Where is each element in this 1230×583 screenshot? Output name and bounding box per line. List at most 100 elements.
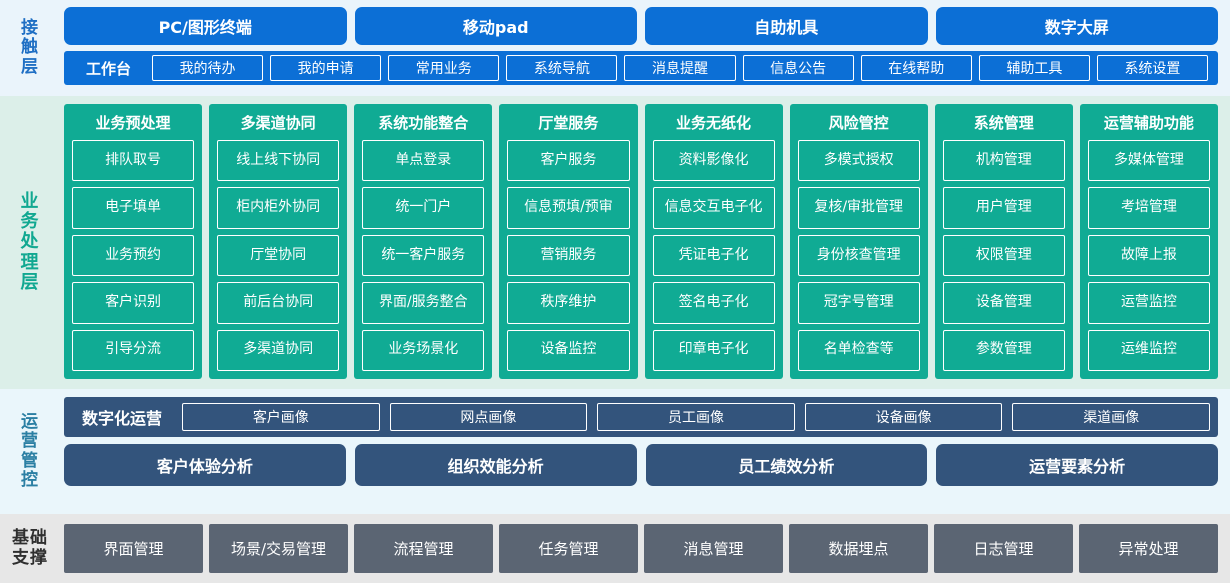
layer-business-body: 业务预处理 排队取号 电子填单 业务预约 客户识别 引导分流 多渠道协同 线上线… xyxy=(60,96,1230,389)
column-item[interactable]: 客户服务 xyxy=(507,140,630,182)
column-item[interactable]: 引导分流 xyxy=(72,329,195,372)
column-item[interactable]: 用户管理 xyxy=(942,187,1065,229)
layer-label-operations-text: 运营管控 xyxy=(21,412,39,490)
workbench-item-announcement-label: 信息公告 xyxy=(770,61,827,77)
column-item[interactable]: 信息预填/预审 xyxy=(507,187,630,229)
portrait-item-customer[interactable]: 客户画像 xyxy=(182,403,380,431)
foundation-item-message-management[interactable]: 消息管理 xyxy=(644,524,783,573)
workbench-title: 工作台 xyxy=(86,59,132,78)
column-item[interactable]: 资料影像化 xyxy=(652,140,775,182)
column-item[interactable]: 多模式授权 xyxy=(797,140,920,182)
layer-label-contact-text: 接触层 xyxy=(21,18,39,77)
business-column-system-integration: 系统功能整合 单点登录 统一门户 统一客户服务 界面/服务整合 业务场景化 xyxy=(354,104,493,379)
layer-label-business-text: 业务处理层 xyxy=(20,191,40,293)
column-item[interactable]: 界面/服务整合 xyxy=(362,282,485,324)
column-item[interactable]: 业务场景化 xyxy=(362,329,485,372)
column-item[interactable]: 签名电子化 xyxy=(652,282,775,324)
workbench-item-announcement[interactable]: 信息公告 xyxy=(742,55,854,81)
foundation-item-log-management[interactable]: 日志管理 xyxy=(934,524,1073,573)
column-item[interactable]: 前后台协同 xyxy=(217,282,340,324)
column-item[interactable]: 权限管理 xyxy=(942,234,1065,277)
analysis-staff-performance-label: 员工绩效分析 xyxy=(738,457,835,476)
digital-operations-bar: 数字化运营 客户画像 网点画像 员工画像 设备画像 渠道画像 xyxy=(64,397,1218,437)
column-item[interactable]: 运营监控 xyxy=(1087,282,1210,324)
column-item[interactable]: 印章电子化 xyxy=(652,329,775,372)
column-item[interactable]: 业务预约 xyxy=(72,234,195,277)
column-item[interactable]: 名单检查等 xyxy=(797,329,920,372)
portrait-item-branch[interactable]: 网点画像 xyxy=(389,403,588,431)
column-item[interactable]: 排队取号 xyxy=(72,140,195,182)
column-item[interactable]: 多媒体管理 xyxy=(1087,140,1210,182)
workbench-item-message-reminder[interactable]: 消息提醒 xyxy=(624,55,736,81)
column-item[interactable]: 运维监控 xyxy=(1087,329,1210,372)
portrait-item-device[interactable]: 设备画像 xyxy=(804,403,1003,431)
workbench-item-system-settings[interactable]: 系统设置 xyxy=(1096,55,1208,81)
column-item[interactable]: 单点登录 xyxy=(362,140,485,182)
business-column-system-management: 系统管理 机构管理 用户管理 权限管理 设备管理 参数管理 xyxy=(934,104,1073,379)
business-column-pretreatment: 业务预处理 排队取号 电子填单 业务预约 客户识别 引导分流 xyxy=(64,104,203,379)
foundation-item-process-management-label: 流程管理 xyxy=(393,540,454,558)
channel-self-service-label: 自助机具 xyxy=(754,18,819,37)
column-item[interactable]: 凭证电子化 xyxy=(652,234,775,277)
column-item[interactable]: 故障上报 xyxy=(1087,234,1210,277)
column-item[interactable]: 多渠道协同 xyxy=(217,329,340,372)
column-item[interactable]: 身份核查管理 xyxy=(797,234,920,277)
analysis-customer-experience[interactable]: 客户体验分析 xyxy=(64,444,346,486)
foundation-item-task-management[interactable]: 任务管理 xyxy=(499,524,638,573)
column-item[interactable]: 统一门户 xyxy=(362,187,485,229)
workbench-item-aux-tools[interactable]: 辅助工具 xyxy=(978,55,1090,81)
column-item[interactable]: 营销服务 xyxy=(507,234,630,277)
column-item[interactable]: 冠字号管理 xyxy=(797,282,920,324)
foundation-item-process-management[interactable]: 流程管理 xyxy=(354,524,493,573)
business-column-operation-aux: 运营辅助功能 多媒体管理 考培管理 故障上报 运营监控 运维监控 xyxy=(1079,104,1218,379)
analysis-organization-efficiency[interactable]: 组织效能分析 xyxy=(354,444,637,486)
business-column-paperless: 业务无纸化 资料影像化 信息交互电子化 凭证电子化 签名电子化 印章电子化 xyxy=(644,104,783,379)
channel-mobile-pad-label: 移动pad xyxy=(462,18,529,37)
portrait-item-customer-label: 客户画像 xyxy=(252,410,309,426)
workbench-item-online-help-label: 在线帮助 xyxy=(888,61,945,77)
analysis-operation-elements[interactable]: 运营要素分析 xyxy=(936,444,1218,486)
column-item[interactable]: 厅堂协同 xyxy=(217,234,340,277)
workbench-item-online-help[interactable]: 在线帮助 xyxy=(860,55,972,81)
column-item[interactable]: 客户识别 xyxy=(72,282,195,324)
channel-mobile-pad[interactable]: 移动pad xyxy=(354,7,637,45)
column-item[interactable]: 机构管理 xyxy=(942,140,1065,182)
workbench-item-system-navigation-label: 系统导航 xyxy=(533,61,590,77)
workbench-item-my-todo[interactable]: 我的待办 xyxy=(152,55,264,81)
foundation-item-data-tracking[interactable]: 数据埋点 xyxy=(789,524,928,573)
layer-label-operations: 运营管控 xyxy=(0,389,60,514)
portrait-item-branch-label: 网点画像 xyxy=(460,410,517,426)
foundation-item-scenario-transaction[interactable]: 场景/交易管理 xyxy=(209,524,348,573)
layer-operations: 运营管控 数字化运营 客户画像 网点画像 员工画像 设备画像 渠道画像 xyxy=(0,389,1230,514)
channel-pc[interactable]: PC/图形终端 xyxy=(64,7,347,45)
channel-digital-screen[interactable]: 数字大屏 xyxy=(935,7,1218,45)
column-item[interactable]: 柜内柜外协同 xyxy=(217,187,340,229)
layer-foundation-body: 界面管理 场景/交易管理 流程管理 任务管理 消息管理 数据埋点 xyxy=(60,514,1230,583)
business-column-lobby-service: 厅堂服务 客户服务 信息预填/预审 营销服务 秩序维护 设备监控 xyxy=(499,104,638,379)
column-item[interactable]: 设备监控 xyxy=(507,329,630,372)
portrait-item-staff[interactable]: 员工画像 xyxy=(597,403,795,431)
column-item[interactable]: 信息交互电子化 xyxy=(652,187,775,229)
workbench-item-common-business-label: 常用业务 xyxy=(415,61,472,77)
column-item[interactable]: 线上线下协同 xyxy=(217,140,340,182)
column-item[interactable]: 考培管理 xyxy=(1087,187,1210,229)
layer-contact: 接触层 PC/图形终端 移动pad 自助机具 数字大屏 工作台 xyxy=(0,0,1230,96)
column-item[interactable]: 统一客户服务 xyxy=(362,234,485,277)
foundation-row: 界面管理 场景/交易管理 流程管理 任务管理 消息管理 数据埋点 xyxy=(64,524,1218,573)
workbench-item-common-business[interactable]: 常用业务 xyxy=(388,55,500,81)
channel-self-service[interactable]: 自助机具 xyxy=(645,7,928,45)
foundation-item-ui-management[interactable]: 界面管理 xyxy=(64,524,203,573)
workbench-item-my-application[interactable]: 我的申请 xyxy=(270,55,382,81)
portrait-item-channel[interactable]: 渠道画像 xyxy=(1012,403,1210,431)
column-item[interactable]: 复核/审批管理 xyxy=(797,187,920,229)
column-item[interactable]: 电子填单 xyxy=(72,187,195,229)
column-item[interactable]: 设备管理 xyxy=(942,282,1065,324)
analysis-staff-performance[interactable]: 员工绩效分析 xyxy=(645,444,928,486)
layer-foundation: 基础支撑 界面管理 场景/交易管理 流程管理 任务管理 消息管理 xyxy=(0,514,1230,583)
column-item[interactable]: 参数管理 xyxy=(942,329,1065,372)
layer-operations-body: 数字化运营 客户画像 网点画像 员工画像 设备画像 渠道画像 xyxy=(60,389,1230,514)
column-item[interactable]: 秩序维护 xyxy=(507,282,630,324)
foundation-item-exception-handling[interactable]: 异常处理 xyxy=(1079,524,1218,573)
workbench-item-system-navigation[interactable]: 系统导航 xyxy=(506,55,618,81)
